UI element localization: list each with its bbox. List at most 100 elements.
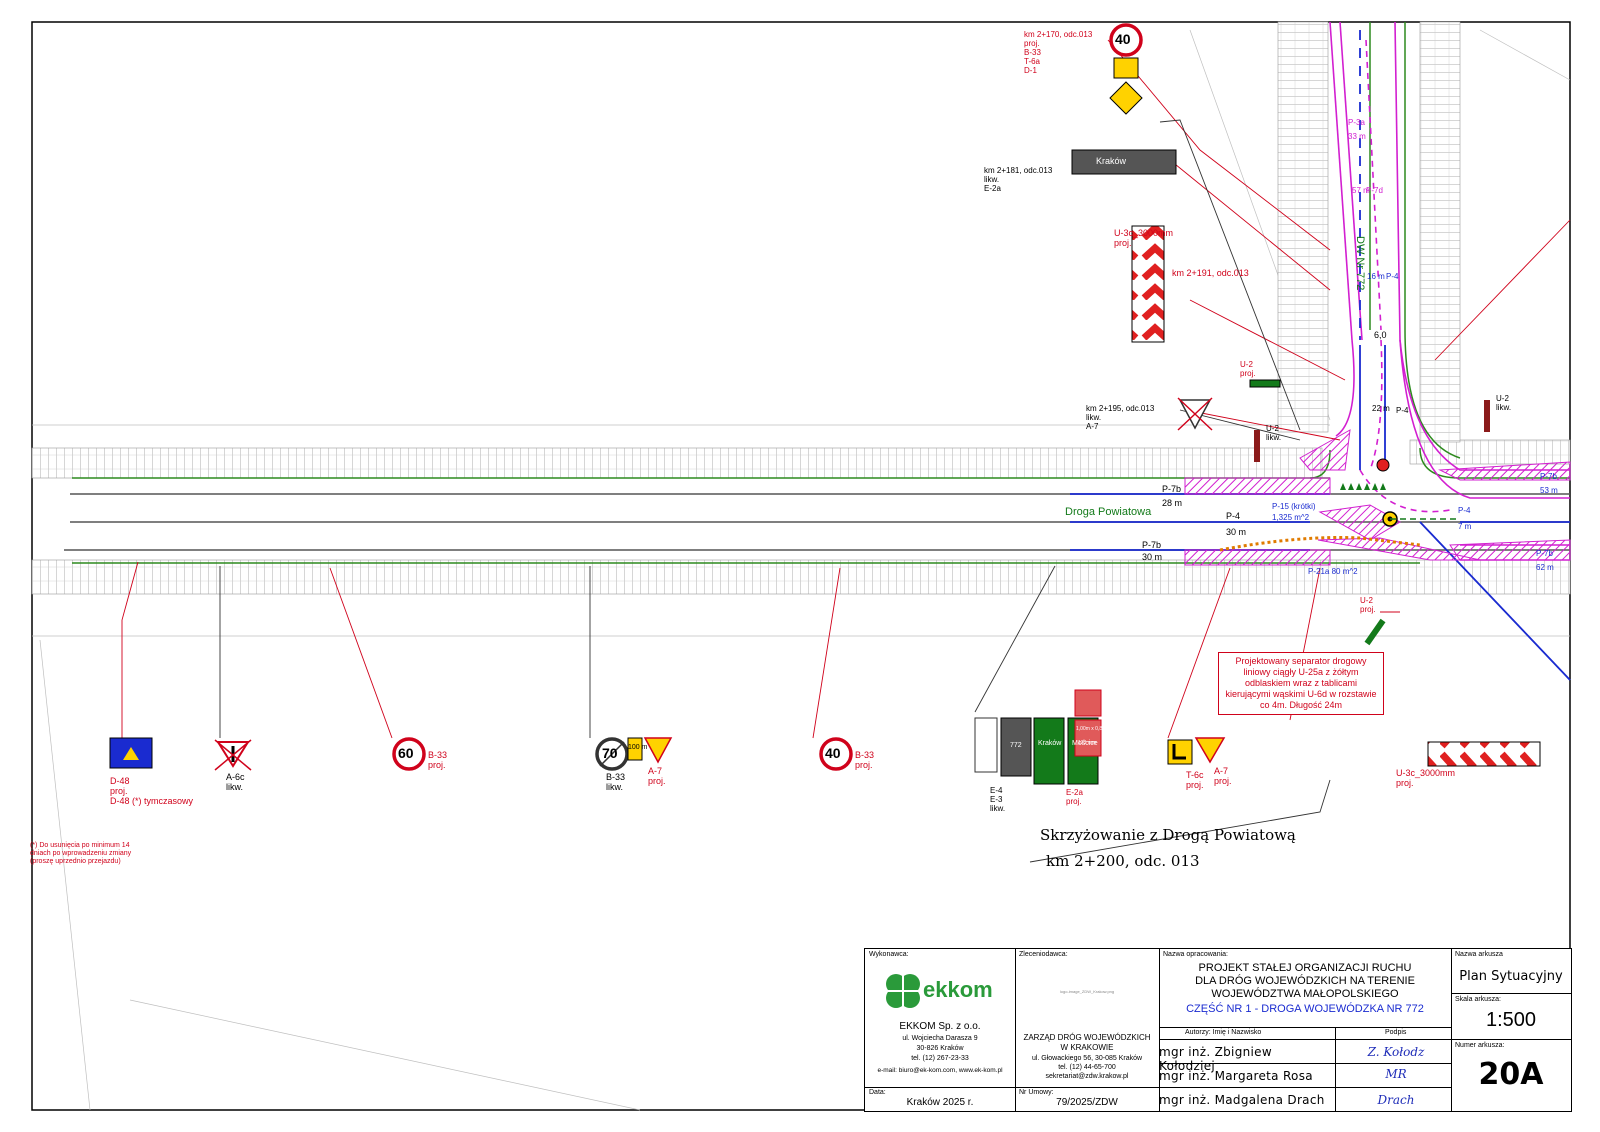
label-a7-top-code: A-7 bbox=[1086, 422, 1099, 431]
sign-a7-top bbox=[1177, 397, 1213, 431]
contractor-caption: Wykonawca: bbox=[869, 951, 909, 958]
label-u2-top: U-2 proj. bbox=[1240, 360, 1256, 378]
label-e2a-top: km 2+181, odc.013 likw. E-2a bbox=[984, 166, 1052, 193]
label-u3c-bottom-code: U-3c_3000mm bbox=[1396, 768, 1456, 778]
label-b33-40: B-33 proj. bbox=[855, 750, 874, 770]
marking-p7b-top: P-7b bbox=[1162, 484, 1182, 494]
marking-p21a-bottom: P-21a 80 m^2 bbox=[1308, 567, 1358, 576]
label-d48-code: D-48 bbox=[110, 776, 130, 786]
label-e2a-top-km: km 2+181, odc.013 bbox=[984, 166, 1053, 175]
sign-u2-bottom bbox=[1364, 618, 1386, 646]
marking-p15: P-15 (krótki) bbox=[1272, 502, 1316, 511]
label-t6c: T-6c proj. bbox=[1186, 770, 1204, 790]
sign-e2a-top bbox=[1071, 149, 1177, 175]
contractor-logo-text: ekkom bbox=[923, 977, 993, 1002]
label-top-d1: D-1 bbox=[1024, 66, 1037, 75]
label-u2-bottom: U-2 proj. bbox=[1360, 596, 1376, 614]
author-2: mgr inż. Margareta Rosa bbox=[1159, 1069, 1313, 1083]
label-u3c-top-state: proj. bbox=[1114, 238, 1132, 248]
label-u2-top-state: proj. bbox=[1240, 369, 1256, 378]
signature-1: Z. Kołodz bbox=[1367, 1045, 1425, 1059]
value-top-40: 40 bbox=[1115, 31, 1131, 47]
sign-d48 bbox=[109, 737, 153, 769]
marking-len-57: 57 m bbox=[1352, 186, 1370, 195]
sheet-no: 20A bbox=[1478, 1057, 1544, 1092]
label-e2a-proj: E-2a proj. bbox=[1066, 788, 1083, 806]
label-u2-left-state: likw. bbox=[1266, 433, 1282, 442]
label-u2-left-code: U-2 bbox=[1266, 424, 1279, 433]
label-a7-right: A-7 proj. bbox=[1214, 766, 1232, 786]
label-e-dest1: Kraków bbox=[1038, 740, 1062, 747]
label-u3c-top-code: U-3c_3000mm bbox=[1114, 228, 1174, 238]
label-a6c: A-6c likw. bbox=[226, 772, 245, 792]
label-b33-60-state: proj. bbox=[428, 760, 446, 770]
author-3: mgr inż. Madgalena Drach bbox=[1159, 1093, 1325, 1107]
client-name1: ZARZĄD DRÓG WOJEWÓDZKICH bbox=[1023, 1033, 1151, 1042]
marking-p15-area: 1,325 m^2 bbox=[1272, 513, 1310, 522]
sign-u2-top bbox=[1249, 379, 1281, 388]
sign-u3c-bottom bbox=[1427, 741, 1541, 767]
label-a6c-code: A-6c bbox=[226, 772, 245, 782]
contractor-logo: ekkom bbox=[883, 971, 1003, 1015]
contractor-addr2: 30-826 Kraków bbox=[916, 1045, 964, 1052]
sign-t6c-a7 bbox=[1167, 737, 1226, 765]
label-b33-70-state: likw. bbox=[606, 782, 624, 792]
marking-len-53: 53 m bbox=[1540, 486, 1558, 495]
title-block: Wykonawca: ekkom EKKOM Sp. z o.o. ul. Wo… bbox=[864, 948, 1572, 1112]
work-caption: Nazwa opracowania: bbox=[1163, 951, 1228, 958]
label-e3: E-3 bbox=[990, 795, 1003, 804]
label-a7-left-state: proj. bbox=[648, 776, 666, 786]
label-u2-right-state: likw. bbox=[1496, 403, 1512, 412]
sign-a6c bbox=[214, 739, 252, 771]
label-d48-footnote: (*) Do usunięcia po minimum 14 dniach po… bbox=[30, 842, 132, 865]
sheet-name-caption: Nazwa arkusza bbox=[1455, 951, 1503, 958]
label-top-b33: B-33 bbox=[1024, 48, 1041, 57]
label-b33-70: B-33 likw. bbox=[606, 772, 625, 792]
client-name2: W KRAKOWIE bbox=[1060, 1043, 1114, 1052]
marking-p7d: P-7d bbox=[1366, 186, 1383, 195]
label-u3c-bottom: U-3c_3000mm proj. bbox=[1396, 768, 1455, 788]
contractor-mail: e-mail: biuro@ek-kom.com, www.ek-kom.pl bbox=[877, 1067, 1003, 1074]
label-top-group: km 2+170, odc.013 proj. B-33 T-6a D-1 bbox=[1024, 30, 1092, 75]
label-e2a: E-2a bbox=[1066, 788, 1083, 797]
value-70: 70 bbox=[602, 745, 618, 761]
work-part: CZĘŚĆ NR 1 - DROGA WOJEWÓDZKA NR 772 bbox=[1186, 1003, 1424, 1015]
label-e2a-top-dest: Kraków bbox=[1096, 156, 1127, 166]
label-u2-left: U-2 likw. bbox=[1266, 424, 1281, 442]
work-title2: DLA DRÓG WOJEWÓDZKICH NA TERENIE bbox=[1195, 975, 1415, 987]
contract-value: 79/2025/ZDW bbox=[1056, 1097, 1118, 1108]
client-tel: tel. (12) 44-65-700 bbox=[1058, 1064, 1116, 1071]
marking-p4-center: P-4 bbox=[1226, 511, 1241, 521]
marking-p7b-bottom: P-7b bbox=[1142, 540, 1162, 550]
contractor-addr1: ul. Wojciecha Darasza 9 bbox=[902, 1035, 978, 1042]
label-e2a-top-state: likw. bbox=[984, 175, 1000, 184]
marking-len-28: 28 m bbox=[1162, 498, 1183, 508]
label-d48-note: D-48 (*) tymczasowy bbox=[110, 796, 194, 806]
label-u3c-top: U-3c_3000mm proj. bbox=[1114, 228, 1173, 248]
marking-len-7: 7 m bbox=[1458, 522, 1472, 531]
contractor-name: EKKOM Sp. z o.o. bbox=[899, 1021, 981, 1032]
author-1: mgr inż. Zbigniew Kołodziej bbox=[1159, 1045, 1272, 1073]
intersection-km: km 2+200, odc. 013 bbox=[1046, 852, 1200, 870]
sign-caption: Podpis bbox=[1385, 1029, 1407, 1036]
marking-width-6: 6,0 bbox=[1374, 330, 1387, 340]
signature-2: MR bbox=[1385, 1067, 1407, 1081]
label-a7-top-km: km 2+195, odc.013 bbox=[1086, 404, 1155, 413]
label-e4: E-4 bbox=[990, 786, 1003, 795]
client-logo-note: logo-image_ZDW_Krakow.png bbox=[1059, 989, 1115, 994]
marking-p7b-right-bottom: P-7b bbox=[1536, 549, 1553, 558]
label-e-road: 772 bbox=[1010, 742, 1022, 749]
label-e2a-state: proj. bbox=[1066, 797, 1082, 806]
marking-p4-vertical: P-4 bbox=[1396, 406, 1409, 415]
work-title1: PROJEKT STAŁEJ ORGANIZACJI RUCHU bbox=[1198, 962, 1412, 974]
marking-len-16: 16 m bbox=[1367, 272, 1385, 281]
label-b33-40-state: proj. bbox=[855, 760, 873, 770]
label-a6c-state: likw. bbox=[226, 782, 244, 792]
scale-value: 1:500 bbox=[1485, 1009, 1537, 1031]
scale-caption: Skala arkusza: bbox=[1455, 996, 1501, 1003]
authors-caption: Autorzy: Imię i Nazwisko bbox=[1185, 1029, 1262, 1036]
label-e2a-top-code: E-2a bbox=[984, 184, 1001, 193]
marking-p4-right: P-4 bbox=[1458, 506, 1471, 515]
label-a7-right-code: A-7 bbox=[1214, 766, 1229, 776]
